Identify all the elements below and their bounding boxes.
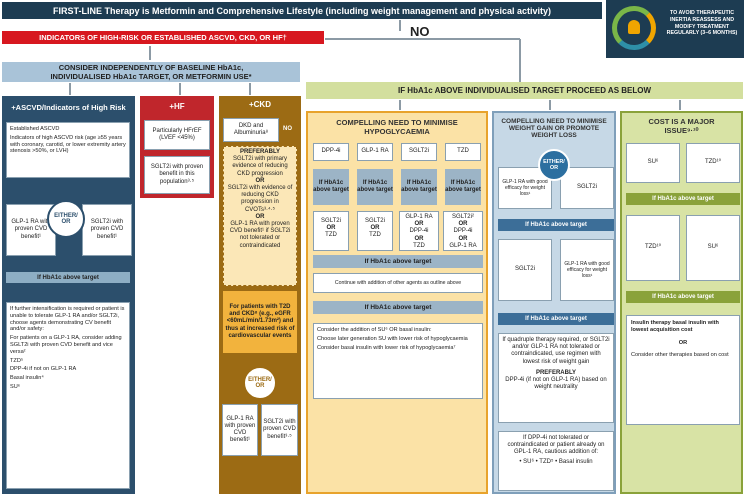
cost-tzd-second: TZD¹⁰ xyxy=(626,215,680,281)
hypo-hb-row-2: If HbA1c above target xyxy=(313,255,483,268)
cost-final-box: Insulin therapy basal insulin with lowes… xyxy=(626,315,740,425)
hypo-glp1: GLP-1 RA xyxy=(357,143,393,161)
cost-su: SU⁶ xyxy=(626,143,680,183)
hypo-hb-3: If HbA1c above target xyxy=(401,169,437,205)
weight-title: COMPELLING NEED TO MINIMISE WEIGHT GAIN … xyxy=(501,117,607,139)
hf-column: +HF Particularly HFrEF (LVEF <45%) SGLT2… xyxy=(140,96,214,198)
cost-hb-2: If HbA1c above target xyxy=(626,291,740,303)
sglt2-option: SGLT2i with proven CVD benefit¹ xyxy=(82,204,132,256)
ckd-title: +CKD xyxy=(248,99,271,109)
hypo-dpp4: DPP-4i xyxy=(313,143,349,161)
weight-column: COMPELLING NEED TO MINIMISE WEIGHT GAIN … xyxy=(492,111,616,494)
ckd-sglt2-option: SGLT2i with proven CVD benefit³·⁵ xyxy=(261,404,298,456)
weight-sglt2-second: SGLT2i xyxy=(498,239,552,301)
hf-sglt2-box: SGLT2i with proven benefit in this popul… xyxy=(144,156,210,194)
weight-glp1-second: GLP-1 RA with good efficacy for weight l… xyxy=(560,239,614,301)
consider-banner: CONSIDER INDEPENDENTLY OF BASELINE HbA1c… xyxy=(2,62,300,82)
reassess-panel: TO AVOID THERAPEUTIC INERTIA REASSESS AN… xyxy=(606,0,744,58)
hypo-hb-row-3: If HbA1c above target xyxy=(313,301,483,314)
either-or-badge: EITHER/ OR xyxy=(47,200,85,238)
above-target-banner: IF HbA1c ABOVE INDIVIDUALISED TARGET PRO… xyxy=(306,82,743,99)
ckd-no-label: NO xyxy=(283,126,292,132)
hypo-sglt2: SGLT2i xyxy=(401,143,437,161)
weight-either-badge: EITHER/ OR xyxy=(538,149,570,181)
hypo-continue-box: Continue with addition of other agents a… xyxy=(313,273,483,293)
hypo-final-box: Consider the addition of SU⁶ OR basal in… xyxy=(313,323,483,399)
hba1c-check: If HbA1c above target xyxy=(6,272,130,283)
ckd-preferably-box: PREFERABLY SGLT2i with primary evidence … xyxy=(223,146,297,286)
ckd-patient-box: For patients with T2D and CKD⁸ (e.g., eG… xyxy=(223,291,297,353)
hypo-hb-4: If HbA1c above target xyxy=(445,169,481,205)
hypo-hb-2: If HbA1c above target xyxy=(357,169,393,205)
ckd-column: +CKD DKD and Albuminuria⁸ NO PREFERABLY … xyxy=(219,96,301,494)
weight-quad-box: If quadruple therapy required, or SGLT2i… xyxy=(498,333,614,423)
cost-tzd: TZD¹⁰ xyxy=(686,143,740,183)
cost-column: COST IS A MAJOR ISSUE⁹·¹⁰ SU⁶ TZD¹⁰ If H… xyxy=(620,111,743,494)
reassess-text: TO AVOID THERAPEUTIC INERTIA REASSESS AN… xyxy=(666,10,738,37)
ascvd-column: +ASCVD/Indicators of High Risk Establish… xyxy=(2,96,135,494)
hypo-title: COMPELLING NEED TO MINIMISE HYPOGLYCAEMI… xyxy=(336,118,458,136)
cost-title: COST IS A MAJOR ISSUE⁹·¹⁰ xyxy=(648,117,715,135)
first-line-banner: FIRST-LINE Therapy is Metformin and Comp… xyxy=(2,2,602,19)
hfref-box: Particularly HFrEF (LVEF <45%) xyxy=(144,120,210,150)
weight-hb-2: If HbA1c above target xyxy=(498,313,614,325)
hypo-tzd: TZD xyxy=(445,143,481,161)
ascvd-intensification: If further intensification is required o… xyxy=(6,302,130,489)
ascvd-title: +ASCVD/Indicators of High Risk xyxy=(11,102,126,112)
hypo-column: COMPELLING NEED TO MINIMISE HYPOGLYCAEMI… xyxy=(306,111,488,494)
weight-sglt2: SGLT2i xyxy=(560,167,614,209)
cost-hb-1: If HbA1c above target xyxy=(626,193,740,205)
no-label: NO xyxy=(410,24,430,39)
ckd-either-badge: EITHER/ OR xyxy=(243,366,277,400)
ckd-glp1-option: GLP-1 RA with proven CVD benefit¹ xyxy=(222,404,258,456)
hf-title: +HF xyxy=(169,101,185,111)
weight-final-box: If DPP-4i not tolerated or contraindicat… xyxy=(498,431,614,491)
risk-banner: INDICATORS OF HIGH-RISK OR ESTABLISHED A… xyxy=(2,31,324,44)
cycle-icon xyxy=(612,6,656,50)
cost-su-second: SU⁶ xyxy=(686,215,740,281)
dkd-box: DKD and Albuminuria⁸ xyxy=(223,118,279,142)
hypo-hb-1: If HbA1c above target xyxy=(313,169,349,205)
weight-hb-1: If HbA1c above target xyxy=(498,219,614,231)
